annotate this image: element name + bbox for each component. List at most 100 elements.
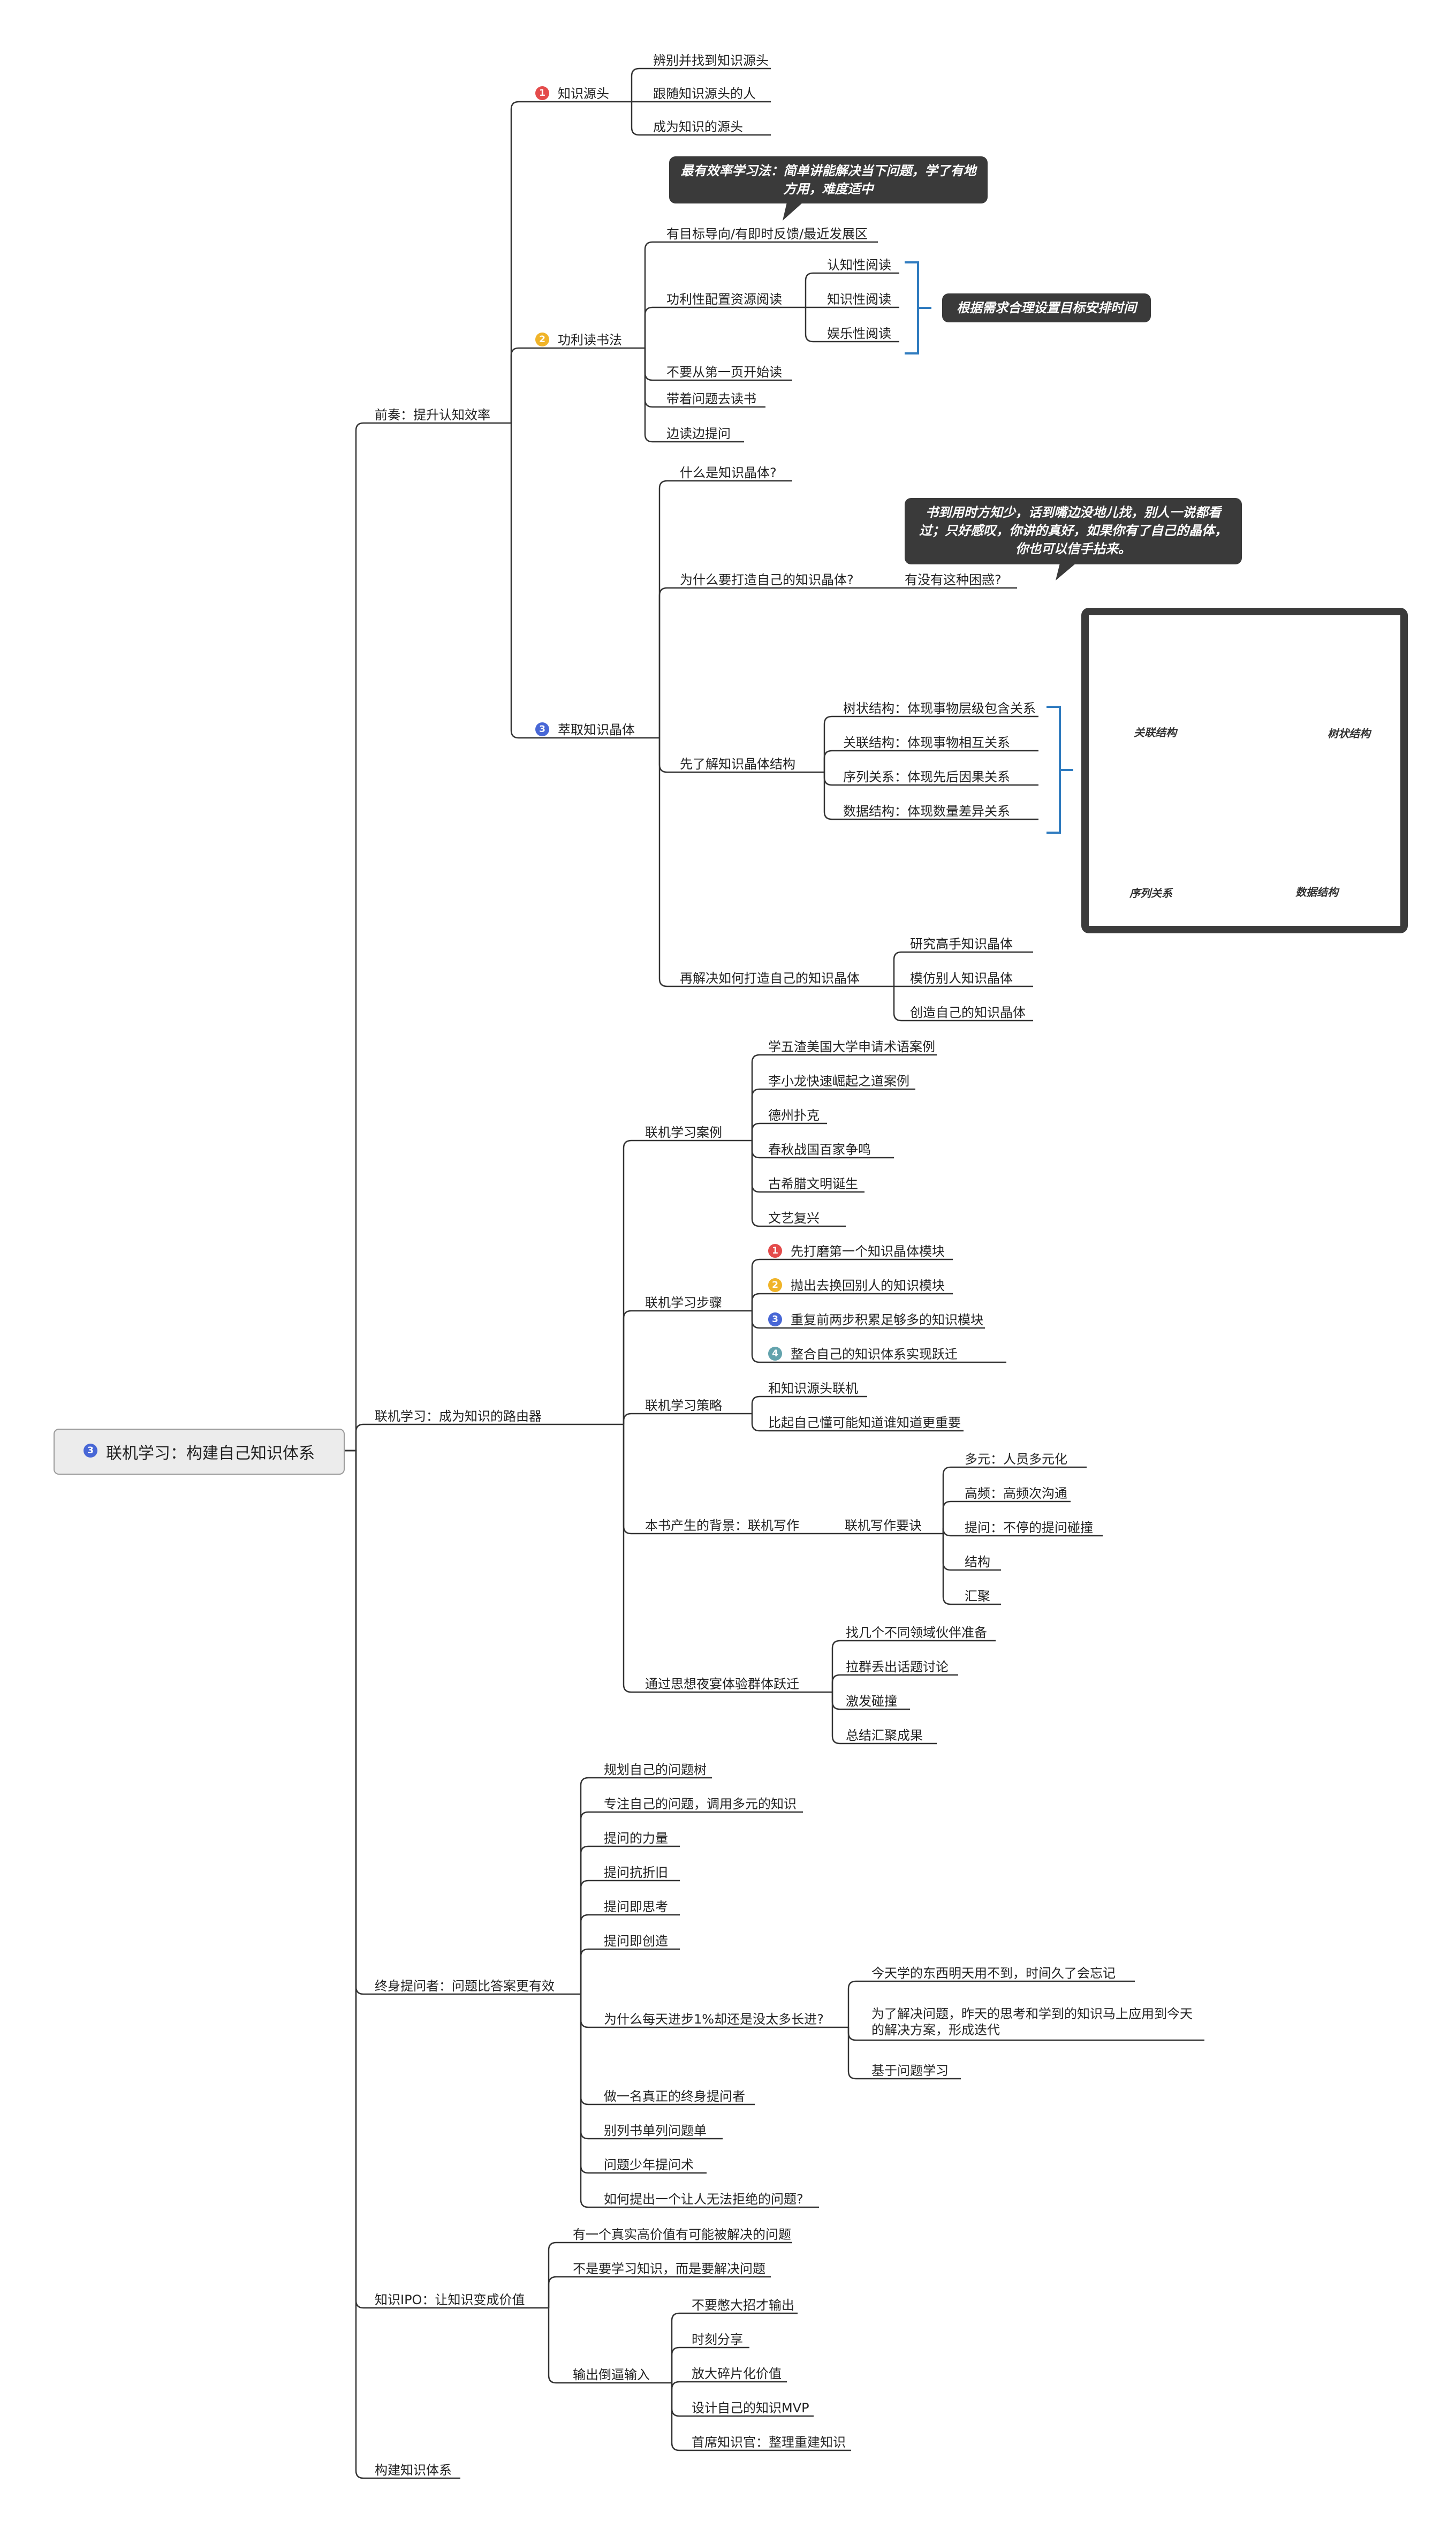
- tip-item[interactable]: 结构: [965, 1554, 990, 1570]
- output-item[interactable]: 放大碎片化价值: [692, 2366, 782, 2382]
- questioner-branch: [580, 1777, 712, 1994]
- build-item[interactable]: 模仿别人知识晶体: [910, 970, 1013, 986]
- utility-item[interactable]: 带着问题去读书: [666, 391, 756, 407]
- ipo-item[interactable]: 不是要学习知识，而是要解决问题: [573, 2261, 765, 2277]
- question-item[interactable]: 为什么每天进步1%却还是没太多长进?: [604, 2011, 824, 2027]
- output-item[interactable]: 不要憋大招才输出: [692, 2297, 794, 2313]
- question-item[interactable]: 专注自己的问题，调用多元的知识: [604, 1796, 797, 1812]
- structure-item[interactable]: 序列关系：体现先后因果关系: [843, 769, 1010, 785]
- crystal-structures[interactable]: 先了解知识晶体结构: [680, 756, 795, 772]
- crystal-build[interactable]: 再解决如何打造自己的知识晶体: [680, 970, 860, 986]
- crystal-why[interactable]: 为什么要打造自己的知识晶体?: [680, 572, 854, 588]
- case-item[interactable]: 春秋战国百家争鸣: [768, 1142, 871, 1158]
- prelude-branch: [510, 347, 632, 423]
- online-steps[interactable]: 联机学习步骤: [645, 1295, 722, 1311]
- night-item[interactable]: 总结汇聚成果: [846, 1727, 923, 1744]
- source-item[interactable]: 成为知识的源头: [653, 119, 743, 135]
- night-branch: [831, 1674, 958, 1692]
- source-item[interactable]: 跟随知识源头的人: [653, 86, 756, 102]
- question-item[interactable]: 别列书单列问题单: [604, 2123, 707, 2139]
- utility-item[interactable]: 有目标导向/有即时反馈/最近发展区: [666, 226, 868, 242]
- structure-item[interactable]: 关联结构：体现事物相互关系: [843, 735, 1010, 751]
- question-item[interactable]: 做一名真正的终身提问者: [604, 2088, 745, 2104]
- tip-item[interactable]: 汇聚: [965, 1588, 990, 1604]
- tip-item[interactable]: 多元：人员多元化: [965, 1451, 1067, 1467]
- cases-branch: [751, 1054, 937, 1141]
- tip-item[interactable]: 高频：高频次沟通: [965, 1485, 1067, 1501]
- questioner-branch: [580, 1880, 680, 1994]
- online-cases[interactable]: 联机学习案例: [645, 1124, 722, 1141]
- question-item[interactable]: 如何提出一个让人无法拒绝的问题?: [604, 2191, 803, 2207]
- branch-questioner[interactable]: 终身提问者：问题比答案更有效: [375, 1978, 555, 1994]
- ipo-item[interactable]: 输出倒逼输入: [573, 2367, 650, 2383]
- build-item-label: 模仿别人知识晶体: [910, 971, 1013, 986]
- online-night[interactable]: 通过思想夜宴体验群体跃迁: [645, 1676, 799, 1692]
- online-background[interactable]: 本书产生的背景：联机写作: [645, 1518, 799, 1534]
- crystal-build-label: 再解决如何打造自己的知识晶体: [680, 971, 860, 986]
- build-item[interactable]: 研究高手知识晶体: [910, 936, 1013, 952]
- progress-item[interactable]: 基于问题学习: [871, 2063, 949, 2079]
- tip-item[interactable]: 提问：不停的提问碰撞: [965, 1520, 1093, 1536]
- case-item[interactable]: 李小龙快速崛起之道案例: [768, 1073, 909, 1089]
- case-item[interactable]: 文艺复兴: [768, 1210, 820, 1226]
- branch-build[interactable]: 构建知识体系: [375, 2462, 452, 2478]
- branch-online[interactable]: 联机学习：成为知识的路由器: [375, 1408, 542, 1424]
- strategy-item[interactable]: 和知识源头联机: [768, 1380, 858, 1397]
- case-item[interactable]: 学五渣美国大学申请术语案例: [768, 1039, 935, 1055]
- reading-type[interactable]: 认知性阅读: [827, 257, 891, 273]
- question-item[interactable]: 问题少年提问术: [604, 2157, 694, 2173]
- night-item[interactable]: 拉群丢出话题讨论: [846, 1659, 949, 1675]
- case-item[interactable]: 古希腊文明诞生: [768, 1176, 858, 1192]
- cases-branch: [751, 1088, 915, 1141]
- online-strategy[interactable]: 联机学习策略: [645, 1398, 722, 1414]
- utility-item[interactable]: 边读边提问: [666, 426, 731, 442]
- online-branch: [623, 1424, 819, 1693]
- build-item[interactable]: 创造自己的知识晶体: [910, 1005, 1026, 1021]
- progress-item-label: 基于问题学习: [871, 2063, 949, 2078]
- question-item[interactable]: 提问的力量: [604, 1830, 668, 1846]
- writing-tips[interactable]: 联机写作要诀: [845, 1518, 922, 1534]
- output-item[interactable]: 首席知识官：整理重建知识: [692, 2434, 846, 2450]
- progress-item[interactable]: 今天学的东西明天用不到，时间久了会忘记: [871, 1965, 1116, 1981]
- case-item[interactable]: 德州扑克: [768, 1107, 820, 1123]
- online-strategy-label: 联机学习策略: [645, 1398, 722, 1413]
- night-item[interactable]: 找几个不同领域伙伴准备: [846, 1625, 987, 1641]
- question-item[interactable]: 提问抗折旧: [604, 1865, 668, 1881]
- structure-item[interactable]: 树状结构：体现事物层级包含关系: [843, 700, 1036, 716]
- branch-ipo[interactable]: 知识IPO：让知识变成价值: [375, 2292, 525, 2308]
- utility-item[interactable]: 不要从第一页开始读: [666, 364, 782, 380]
- branch-ipo-line: [343, 1450, 533, 2309]
- reading-type[interactable]: 知识性阅读: [827, 291, 891, 307]
- source-item[interactable]: 辨别并找到知识源头: [653, 52, 769, 69]
- output-item[interactable]: 设计自己的知识MVP: [692, 2400, 809, 2416]
- ipo-branch: [548, 2308, 653, 2384]
- question-item[interactable]: 提问即创造: [604, 1933, 668, 1949]
- progress-item[interactable]: 为了解决问题，昨天的思考和学到的知识马上应用到今天的解决方案，形成迭代: [871, 2006, 1203, 2038]
- output-item[interactable]: 时刻分享: [692, 2331, 743, 2348]
- utility-item[interactable]: 功利性配置资源阅读: [666, 291, 782, 307]
- branch-prelude[interactable]: 前奏：提升认知效率: [375, 407, 490, 423]
- why-child[interactable]: 有没有这种困惑?: [905, 572, 1002, 588]
- ipo-item[interactable]: 有一个真实高价值有可能被解决的问题: [573, 2226, 791, 2243]
- structure-item-label: 树状结构：体现事物层级包含关系: [843, 701, 1036, 716]
- night-item[interactable]: 激发碰撞: [846, 1693, 897, 1709]
- strategy-item[interactable]: 比起自己懂可能知道谁知道更重要: [768, 1415, 961, 1431]
- reading-type[interactable]: 娱乐性阅读: [827, 326, 891, 342]
- question-item[interactable]: 提问即思考: [604, 1899, 668, 1915]
- crystal-what[interactable]: 什么是知识晶体?: [680, 465, 777, 481]
- branch-build-line: [343, 1450, 460, 2479]
- question-item[interactable]: 规划自己的问题树: [604, 1762, 707, 1778]
- number-badge-icon: 3: [535, 722, 549, 736]
- tips-branch: [942, 1466, 1087, 1534]
- case-item-label: 李小龙快速崛起之道案例: [768, 1074, 909, 1089]
- online-branch: [623, 1310, 739, 1424]
- structure-item[interactable]: 数据结构：体现数量差异关系: [843, 803, 1010, 819]
